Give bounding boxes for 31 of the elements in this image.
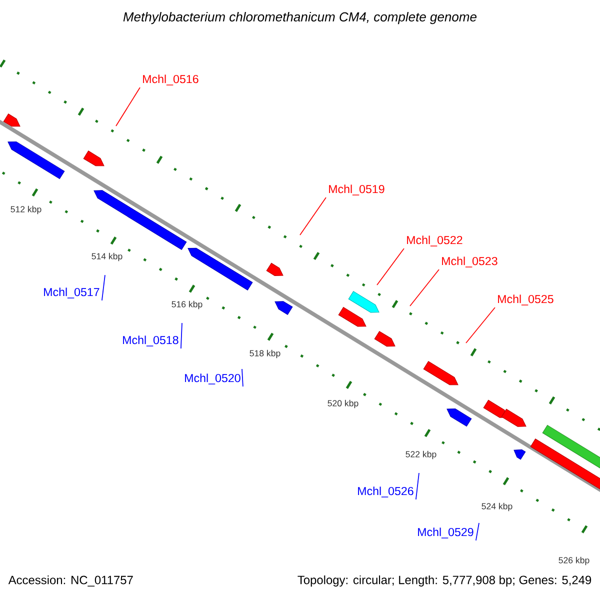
leader-line — [242, 368, 244, 387]
leader-line — [416, 472, 420, 500]
gene-label: Mchl_0526 — [358, 486, 414, 498]
accession-text: Accession: NC_011757 — [8, 576, 133, 587]
leader-line — [476, 522, 480, 541]
scale-label: 524 kbp — [482, 502, 512, 512]
scale-label: 516 kbp — [172, 300, 202, 310]
scale-label: 520 kbp — [328, 400, 358, 408]
scale-label: 518 kbp — [250, 350, 280, 358]
leader-line — [116, 87, 140, 126]
leader-line — [410, 269, 440, 306]
gene-label: Mchl_0520 — [185, 374, 240, 384]
gene-label: Mchl_0517 — [44, 288, 100, 298]
scale-label: 512 kbp — [10, 206, 42, 214]
gene-label: Mchl_0519 — [329, 184, 384, 196]
scale-label: 514 kbp — [92, 252, 122, 262]
gene-label: Mchl_0523 — [442, 256, 498, 268]
leader-line — [180, 322, 182, 349]
gene-label: Mchl_0525 — [498, 294, 554, 306]
gene-label: Mchl_0518 — [123, 336, 178, 346]
gene-label: Mchl_0522 — [407, 236, 462, 246]
title: Methylobacterium chloromethanicum CM4, complete genome — [123, 12, 476, 24]
gene-label: Mchl_0529 — [418, 528, 474, 538]
gene-label: Mchl_0516 — [143, 74, 198, 86]
leader-line — [376, 248, 404, 286]
leader-line — [300, 197, 326, 236]
scale-label: 522 kbp — [406, 450, 436, 460]
leader-line — [466, 307, 496, 344]
scale-label: 526 kbp — [558, 556, 590, 566]
genome-info-text: Topology: circular; Length: 5,777,908 bp; Genes: 5,249 — [298, 575, 592, 587]
leader-line — [102, 274, 106, 301]
